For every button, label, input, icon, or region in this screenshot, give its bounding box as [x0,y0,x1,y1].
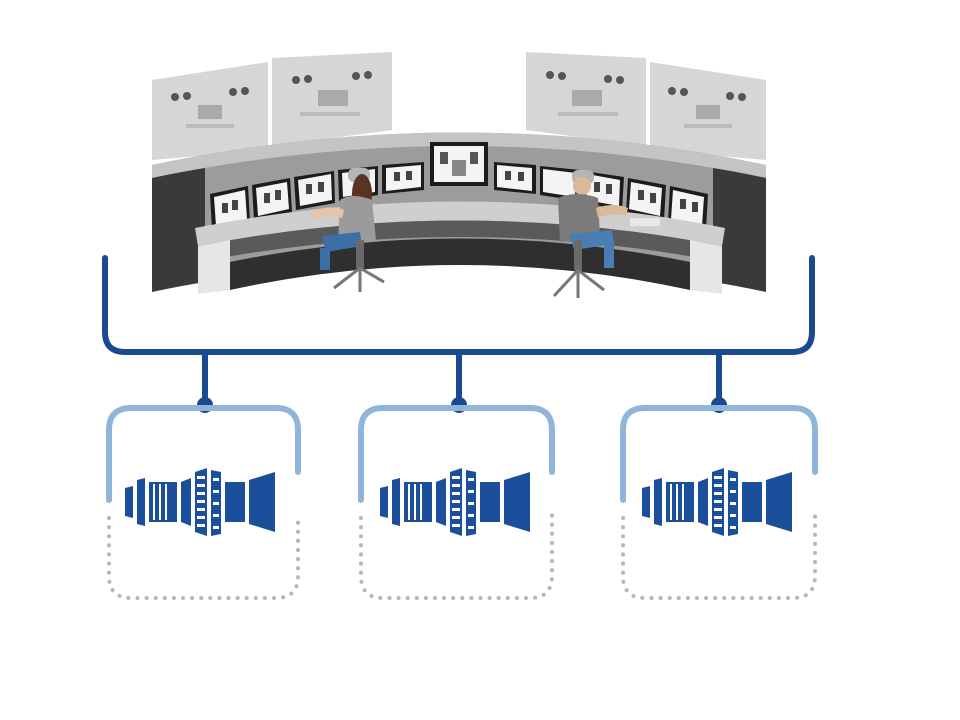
wall-panel-right-outer [650,62,766,160]
gas-turbine-icon [380,468,530,536]
operator-left [310,168,385,292]
unit-bracket [358,405,555,503]
wall-panel-right-inner [526,52,646,146]
center-monitor [430,142,488,186]
monitor [382,162,424,194]
control-room-illustration [152,52,766,298]
unit-1 [106,405,301,600]
console-desk [195,201,725,294]
monitor [294,171,335,210]
wall-panel-left-outer [152,62,268,160]
monitor [210,186,250,230]
monitor [626,178,666,220]
unit-dotted-outline [107,512,300,600]
monitor [540,166,580,201]
unit-3 [620,405,818,600]
operator-right [552,170,660,298]
unit-bracket [106,405,301,503]
monitor [668,186,708,230]
unit-2 [358,405,555,600]
wall-panel-left-inner [272,52,392,146]
monitor [494,162,536,194]
gas-turbine-icon [125,468,275,536]
gas-turbine-icon [642,468,792,536]
unit-bracket [620,405,818,503]
monitor [252,178,292,220]
